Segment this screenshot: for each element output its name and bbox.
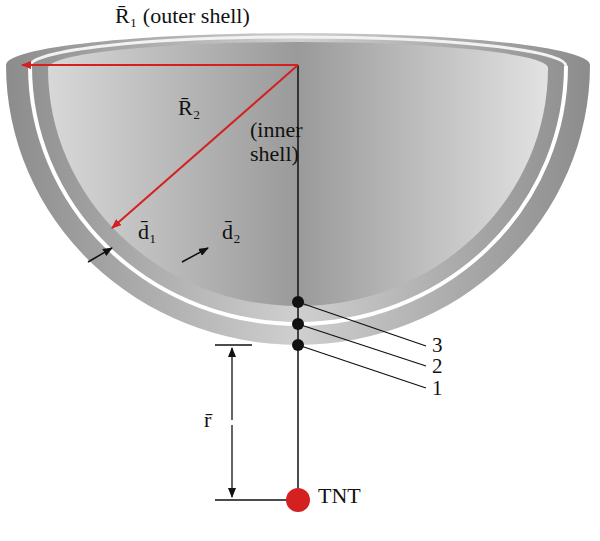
distance-label: r̄ <box>204 408 211 432</box>
leader-line <box>298 302 426 346</box>
callout-number: 1 <box>432 377 443 400</box>
radius-label: R̄₁ (outer shell) <box>115 4 250 28</box>
leader-line <box>298 345 426 388</box>
callout-number: 2 <box>432 355 443 378</box>
gauge-point <box>292 339 304 351</box>
radius-arrow <box>22 64 298 66</box>
thickness-label: d̄₁ <box>138 220 157 244</box>
dimension-arrow <box>231 348 232 420</box>
leader-line <box>298 324 426 366</box>
dimension-tick <box>215 344 252 345</box>
gauge-point <box>292 296 304 308</box>
shell-label: (inner shell) <box>250 118 316 166</box>
charge-label: TNT <box>318 484 361 508</box>
thickness-arrow <box>88 248 112 262</box>
callout-number: 3 <box>432 334 443 357</box>
gauge-point <box>292 318 304 330</box>
thickness-arrow <box>182 248 208 262</box>
radius-label: R̄₂ <box>178 96 200 120</box>
dimension-arrow <box>231 425 232 497</box>
thickness-label: d̄₂ <box>222 220 241 244</box>
dimension-tick <box>215 499 286 500</box>
tnt-charge <box>286 488 310 512</box>
